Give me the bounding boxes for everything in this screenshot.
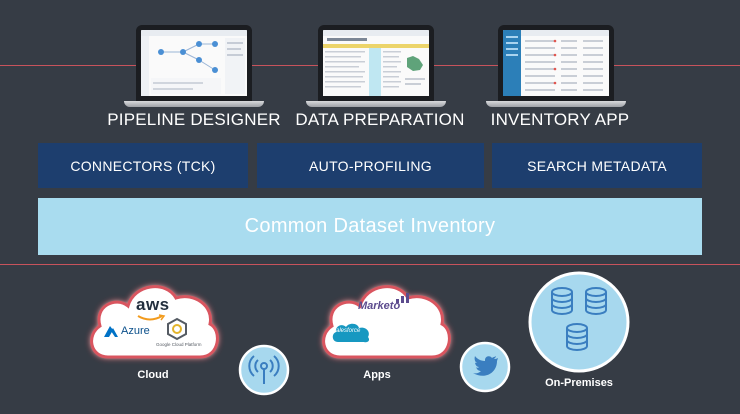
on-premises-label: On-Premises (545, 377, 613, 389)
inventory-list-thumbnail (503, 30, 609, 96)
service-box-search-metadata: SEARCH METADATA (492, 143, 702, 188)
app-label-data-preparation: DATA PREPARATION (295, 110, 465, 129)
antenna-icon (238, 344, 290, 396)
cloud-label: Cloud (137, 369, 169, 381)
google-cloud-platform-text: Google Cloud Platform (156, 342, 202, 347)
data-preparation-screen (318, 25, 434, 102)
common-dataset-inventory-bar: Common Dataset Inventory (38, 198, 702, 255)
data-preparation-laptop-base (306, 101, 446, 107)
database-icon (551, 287, 607, 351)
service-box-connectors: CONNECTORS (TCK) (38, 143, 248, 188)
marketo-bars-icon (396, 293, 409, 303)
bottom-divider-line (0, 264, 740, 265)
salesforce-logo-text: salesforce (333, 328, 361, 334)
azure-logo-text: Azure (121, 325, 150, 337)
twitter-bird-icon (459, 341, 511, 393)
apps-label: Apps (363, 369, 391, 381)
app-label-inventory-app: INVENTORY APP (490, 110, 630, 129)
app-label-pipeline-designer: PIPELINE DESIGNER (107, 110, 281, 129)
marketo-logo-text: Marketo (358, 300, 401, 312)
google-cloud-hexagon-icon (167, 317, 187, 341)
inventory-app-screen (498, 25, 614, 102)
service-box-auto-profiling: AUTO-PROFILING (257, 143, 484, 188)
azure-logo-icon (104, 326, 118, 337)
aws-logo: aws (136, 295, 170, 314)
salesforce-cloud-icon (332, 323, 370, 343)
inventory-app-laptop-base (486, 101, 626, 107)
data-prep-table-thumbnail (323, 30, 429, 96)
aws-smile-icon (137, 314, 166, 321)
pipeline-graph-thumbnail (141, 30, 247, 96)
pipeline-designer-screen (136, 25, 252, 102)
on-premises-circle (528, 271, 630, 373)
pipeline-designer-laptop-base (124, 101, 264, 107)
